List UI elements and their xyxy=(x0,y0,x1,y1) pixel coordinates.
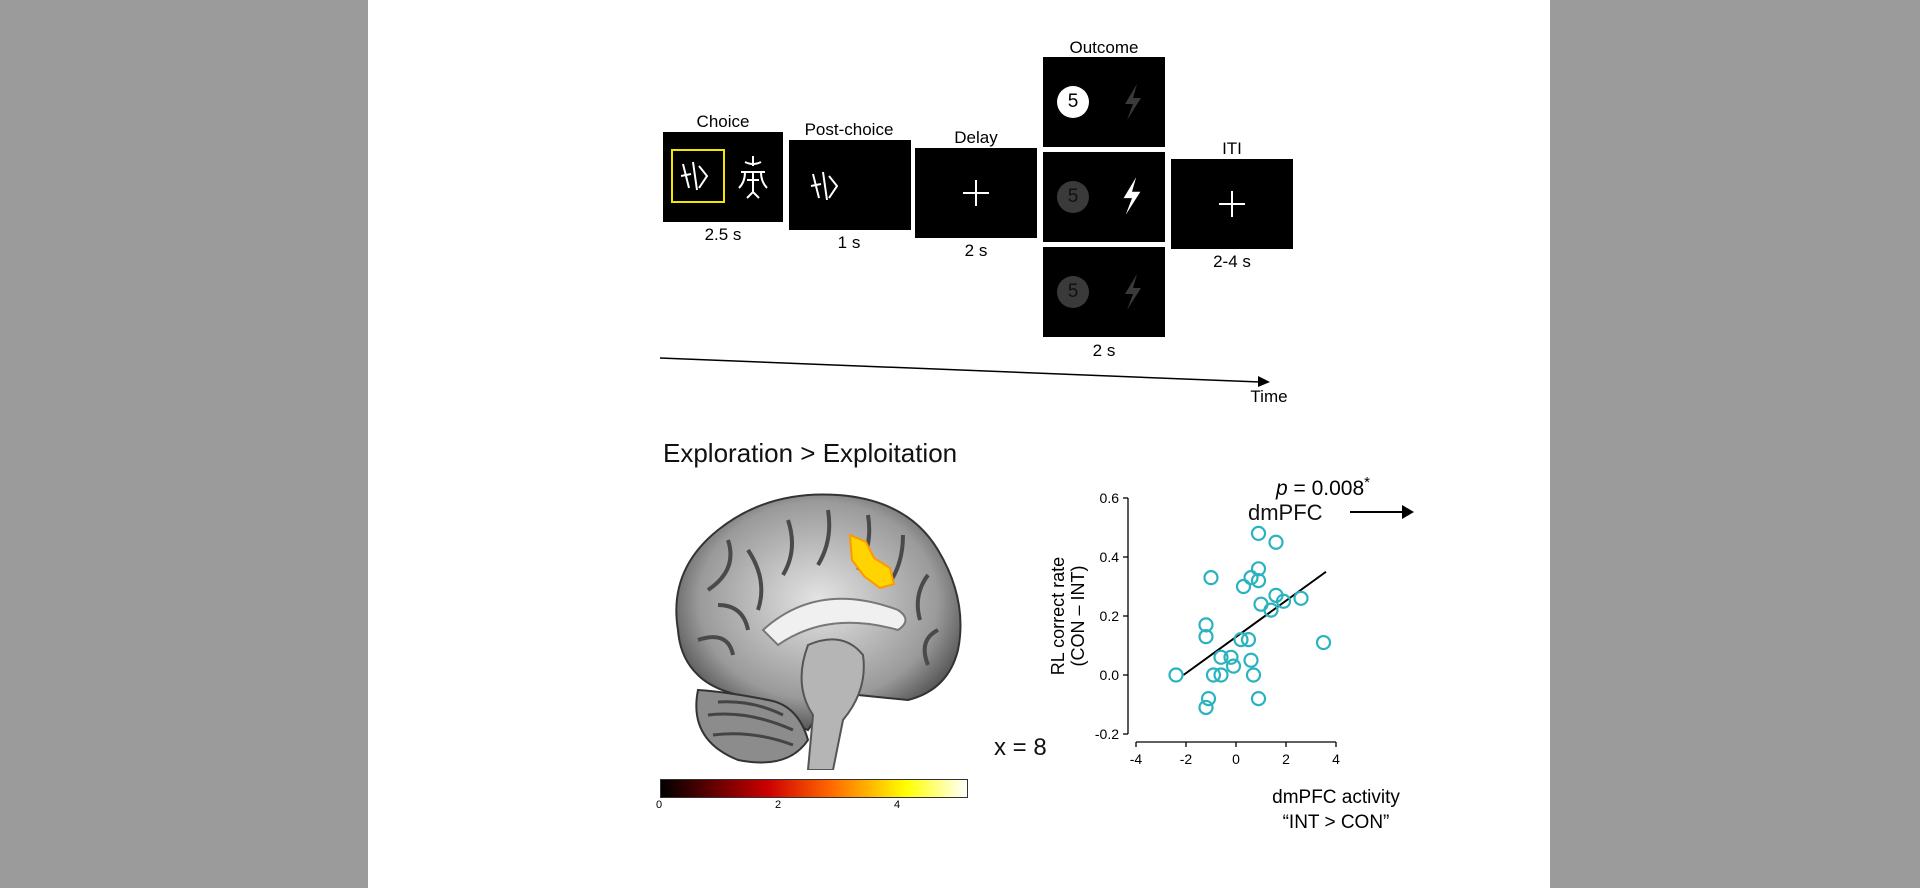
x-tick-label: 2 xyxy=(1282,751,1290,767)
time-label: Time xyxy=(1250,387,1288,406)
scatter-point xyxy=(1200,691,1217,707)
brain-sagittal-image xyxy=(675,493,962,770)
delay-screen xyxy=(915,148,1037,238)
outcome-duration: 2 s xyxy=(1092,341,1116,360)
outcome-neutral-screen: 5 xyxy=(1043,247,1165,337)
region-arrow xyxy=(1350,505,1414,519)
stimulus-a-icon xyxy=(680,161,709,191)
postchoice-label: Post-choice xyxy=(804,120,894,139)
scatter-point xyxy=(1198,699,1214,716)
coin-icon: 5 xyxy=(1057,86,1089,118)
x-axis-label-2: “INT > CON” xyxy=(1283,812,1390,833)
contrast-title: Exploration > Exploitation xyxy=(663,438,958,468)
outcome-shock-screen: 5 xyxy=(1043,152,1165,242)
postchoice-duration: 1 s xyxy=(837,233,861,252)
slice-label: x = 8 xyxy=(994,734,1047,761)
coin-icon: 5 xyxy=(1057,181,1089,213)
fit-line xyxy=(1182,570,1327,676)
scatter-point xyxy=(1205,667,1222,683)
scatter-point xyxy=(1235,578,1252,595)
scatter-point xyxy=(1203,570,1219,586)
scatter-point xyxy=(1275,593,1292,609)
x-tick-label: -4 xyxy=(1130,751,1143,767)
region-label: dmPFC xyxy=(1248,500,1323,525)
colorbar xyxy=(660,779,968,798)
x-axis-label: dmPFC activity xyxy=(1272,787,1400,808)
scatter-point xyxy=(1250,525,1267,542)
choice-label: Choice xyxy=(696,112,750,131)
scatter-point xyxy=(1263,602,1279,618)
x-tick-label: 4 xyxy=(1332,751,1340,767)
scatter-point xyxy=(1245,667,1262,683)
y-tick-label: 0.6 xyxy=(1100,490,1120,506)
outcome-reward-screen: 5 xyxy=(1043,57,1165,147)
time-arrow xyxy=(659,357,1270,387)
colorbar-tick: 0 xyxy=(656,799,663,811)
iti-label: ITI xyxy=(1222,139,1242,158)
activation-cluster xyxy=(848,533,896,590)
scatter-point xyxy=(1250,691,1267,707)
y-axis-label-2: (CON – INT) xyxy=(1068,566,1088,667)
scatter-point xyxy=(1315,634,1332,651)
delay-duration: 2 s xyxy=(964,241,988,260)
scatter-point xyxy=(1168,667,1184,683)
regression-line xyxy=(1182,570,1327,676)
y-tick-label: 0.4 xyxy=(1100,549,1120,565)
iti-duration: 2-4 s xyxy=(1213,252,1251,271)
scatter-point xyxy=(1250,561,1267,577)
shock-icon xyxy=(1123,177,1141,215)
postchoice-screen xyxy=(789,140,911,230)
colorbar-tick: 2 xyxy=(775,799,782,811)
choice-screen xyxy=(663,132,783,222)
iti-screen xyxy=(1171,159,1293,249)
coin-icon: 5 xyxy=(1057,276,1089,308)
y-tick-label: -0.2 xyxy=(1095,726,1119,742)
y-axis-label: RL correct rate xyxy=(1048,557,1068,675)
scatter-point xyxy=(1268,534,1284,550)
y-tick-label: 0.2 xyxy=(1100,608,1120,624)
colorbar-tick: 4 xyxy=(894,799,901,811)
scatter-point xyxy=(1240,632,1257,648)
x-tick-label: -2 xyxy=(1180,751,1193,767)
scatter-point xyxy=(1213,649,1229,665)
scatter-point xyxy=(1293,590,1309,606)
data-points xyxy=(1168,525,1332,716)
scatter-point xyxy=(1243,652,1259,668)
shock-icon xyxy=(1125,274,1141,310)
scatter-point xyxy=(1223,649,1239,665)
stimulus-b-icon xyxy=(738,156,768,199)
chart-axes: -0.2 0.0 0.2 0.4 0.6 -4 -2 0 2 4 xyxy=(1095,490,1340,767)
y-tick-label: 0.0 xyxy=(1100,667,1120,683)
scatter-point xyxy=(1233,632,1249,648)
delay-label: Delay xyxy=(954,128,998,147)
scatter-point xyxy=(1243,570,1259,586)
shock-icon xyxy=(1125,84,1141,120)
scatter-point xyxy=(1213,667,1229,683)
chosen-stimulus-icon xyxy=(810,171,839,201)
choice-duration: 2.5 s xyxy=(704,225,742,244)
scatter-point xyxy=(1250,572,1267,589)
x-tick-label: 0 xyxy=(1232,751,1240,767)
figure-page: Choice 2.5 s Post-choice 1 s Delay 2 s xyxy=(368,0,1550,888)
scatter-point xyxy=(1198,617,1214,633)
scatter-point xyxy=(1198,629,1214,645)
scatter-point xyxy=(1225,658,1242,674)
chart-annotation: p = 0.008* xyxy=(1275,474,1370,500)
outcome-label: Outcome xyxy=(1069,38,1139,57)
scatter-chart: p = 0.008* -0.2 0.0 0.2 0.4 0.6 -4 -2 0 2 4 RL co… xyxy=(1048,474,1400,833)
selection-frame xyxy=(671,149,725,203)
